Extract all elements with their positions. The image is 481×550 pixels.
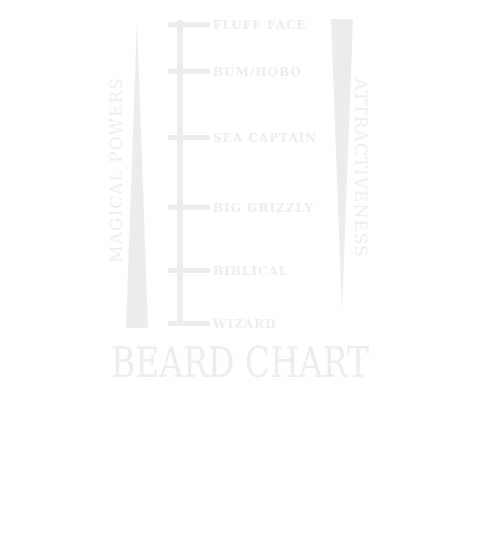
level-label-biblical: BIBLICAL <box>213 264 288 278</box>
level-label-fluff-face: FLUFF FACE <box>213 18 307 32</box>
tick-bum-hobo <box>168 69 210 74</box>
attractiveness-label: ATTRACTIVENESS <box>350 77 370 257</box>
scale-bar <box>177 20 183 326</box>
attractiveness-wedge <box>331 19 353 312</box>
tick-sea-captain <box>168 135 210 140</box>
tick-fluff-face <box>168 22 210 27</box>
tick-biblical <box>168 268 210 273</box>
level-label-bum-hobo: BUM/HOBO <box>213 65 302 79</box>
magical-powers-label: MAGICAL POWERS <box>107 77 127 263</box>
tick-wizard <box>168 321 210 326</box>
chart-title: BEARD CHART <box>111 338 369 387</box>
magical-powers-wedge <box>126 20 148 328</box>
level-label-big-grizzly: BIG GRIZZLY <box>213 201 314 215</box>
tick-big-grizzly <box>168 205 210 210</box>
level-label-wizard: WIZARD <box>212 317 277 331</box>
level-label-sea-captain: SEA CAPTAIN <box>213 131 317 145</box>
